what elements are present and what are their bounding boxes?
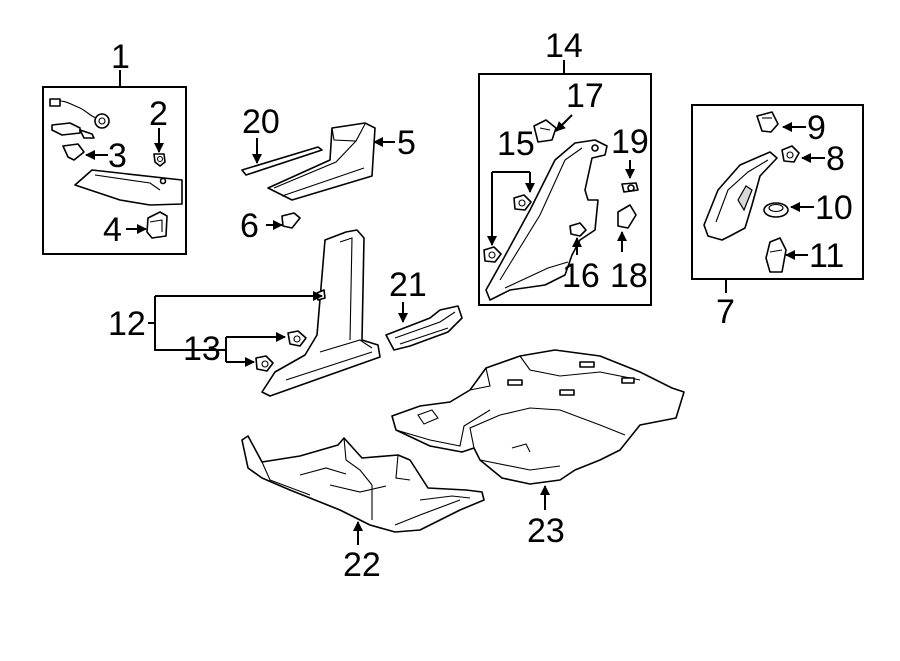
part-16-screw bbox=[569, 222, 587, 237]
callout-7: 7 bbox=[716, 293, 735, 331]
callout-22: 22 bbox=[343, 546, 381, 584]
part-11-cover bbox=[765, 237, 787, 273]
group-1-box bbox=[42, 86, 187, 255]
part-22-front-carpet bbox=[241, 435, 485, 533]
part-10-cap bbox=[763, 202, 789, 218]
part-9-clip bbox=[756, 111, 779, 133]
part-2-screw bbox=[153, 153, 166, 167]
part-23-rear-carpet bbox=[391, 349, 685, 485]
callout-14: 14 bbox=[545, 27, 583, 65]
part-4-bracket bbox=[146, 211, 168, 239]
callout-19: 19 bbox=[611, 123, 649, 161]
part-15-screw-upper bbox=[513, 194, 532, 211]
callout-11: 11 bbox=[809, 237, 844, 275]
part-15-screw-lower bbox=[483, 246, 502, 263]
callout-9: 9 bbox=[807, 109, 826, 147]
callout-21: 21 bbox=[389, 266, 427, 304]
callout-13: 13 bbox=[183, 330, 221, 368]
callout-8: 8 bbox=[826, 140, 845, 178]
part-13-screw-lower bbox=[255, 355, 274, 372]
part-18-clip bbox=[617, 204, 637, 229]
part-3-clip bbox=[62, 143, 85, 161]
callout-6: 6 bbox=[240, 207, 259, 245]
callout-18: 18 bbox=[610, 257, 648, 295]
callout-1: 1 bbox=[111, 38, 130, 76]
part-5-sill-plate bbox=[267, 122, 376, 201]
callout-3: 3 bbox=[108, 137, 127, 175]
part-8-screw bbox=[781, 145, 800, 163]
callout-23: 23 bbox=[527, 512, 565, 550]
group-7-box bbox=[691, 104, 864, 280]
callout-2: 2 bbox=[149, 95, 168, 133]
part-trim-panel bbox=[74, 169, 183, 206]
callout-17: 17 bbox=[566, 77, 604, 115]
callout-4: 4 bbox=[103, 211, 122, 249]
callout-20: 20 bbox=[242, 103, 280, 141]
part-13-screw-upper bbox=[287, 330, 307, 347]
callout-12: 12 bbox=[108, 305, 146, 343]
callout-10: 10 bbox=[815, 189, 853, 227]
callout-16: 16 bbox=[562, 257, 600, 295]
part-12-pillar-trim bbox=[261, 229, 381, 397]
part-17-clip bbox=[533, 119, 557, 143]
part-7-pillar-trim bbox=[703, 151, 778, 241]
callout-5: 5 bbox=[397, 124, 416, 162]
callout-15: 15 bbox=[497, 125, 535, 163]
part-20-strip bbox=[241, 146, 323, 176]
part-19-pin bbox=[621, 182, 639, 193]
part-lamp-harness bbox=[49, 98, 110, 129]
part-lamp-socket bbox=[51, 122, 95, 139]
part-21-sill-trim bbox=[385, 305, 463, 351]
part-6-clip bbox=[281, 212, 301, 229]
part-14-pillar-trim bbox=[485, 139, 608, 301]
